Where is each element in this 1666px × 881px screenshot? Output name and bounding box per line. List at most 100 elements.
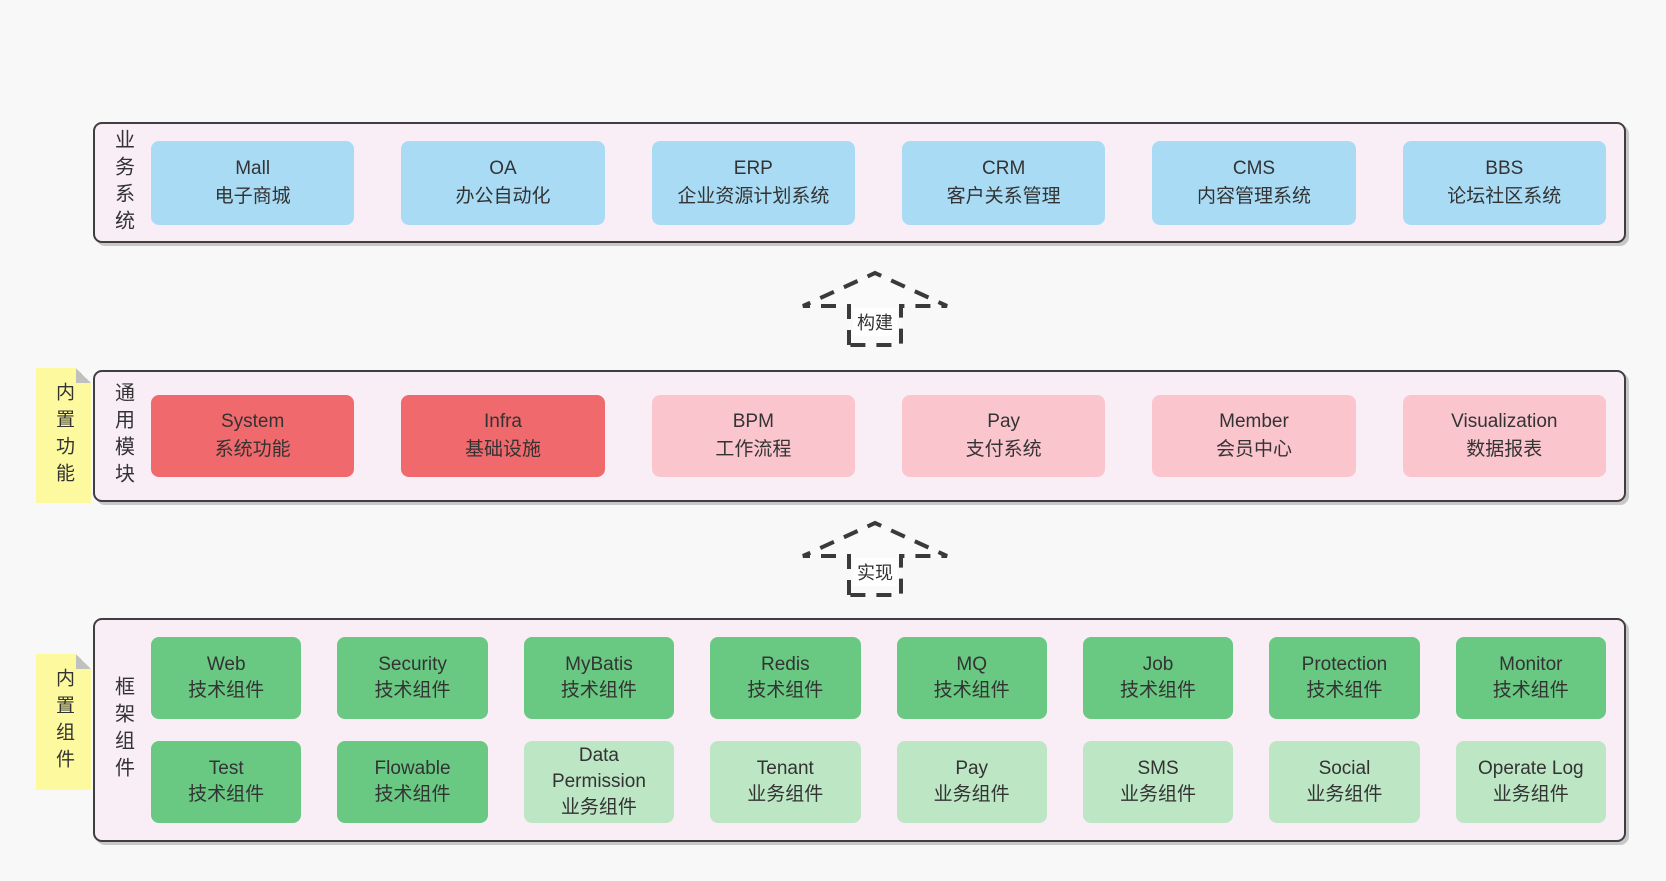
node-name: Redis [761, 654, 810, 675]
node-desc: 技术组件 [560, 680, 637, 701]
node-name: System [220, 411, 285, 432]
node-oa: OA 办公自动化 [401, 140, 605, 225]
framework-components-grid: Web 技术组件 Security 技术组件 MyBatis 技术组件 Redi… [151, 620, 1624, 840]
node-name: Infra [483, 411, 522, 432]
node-data-permission: Data Permission 业务组件 [523, 741, 675, 823]
node-desc: 支付系统 [965, 439, 1042, 460]
node-desc: 基础设施 [464, 439, 541, 460]
node-desc: 工作流程 [715, 439, 792, 460]
node-name: ERP [733, 157, 773, 179]
band-framework-components: 框架组件 Web 技术组件 Security 技术组件 MyBatis 技术组件… [93, 618, 1626, 842]
sticky-builtin-components: 内置组件 [36, 654, 91, 790]
node-name: Web [206, 654, 246, 675]
node-name: SMS [1137, 758, 1179, 779]
node-name: MyBatis [565, 654, 633, 675]
node-name: MQ [956, 654, 987, 675]
arrow-build: 构建 [795, 268, 955, 348]
node-name: Monitor [1499, 654, 1563, 675]
node-desc: 技术组件 [188, 680, 265, 701]
node-name: Member [1219, 411, 1289, 432]
node-name: Protection [1301, 654, 1388, 675]
arrow-implement-label: 实现 [853, 558, 897, 586]
arrow-build-label: 构建 [853, 308, 897, 336]
node-desc: 技术组件 [374, 784, 451, 805]
node-desc: 技术组件 [374, 680, 451, 701]
node-flowable: Flowable 技术组件 [337, 741, 488, 823]
node-name: Social [1318, 758, 1371, 779]
node-name: Pay [955, 758, 989, 779]
biz-components-row: Test 技术组件 Flowable 技术组件 Data Permission … [151, 741, 1606, 823]
band-label-business-systems: 业务系统 [111, 128, 134, 237]
node-desc: 办公自动化 [455, 185, 551, 207]
node-desc: 业务组件 [933, 784, 1010, 805]
node-infra: Infra 基础设施 [401, 395, 605, 477]
node-desc: 技术组件 [188, 784, 265, 805]
node-desc: 系统功能 [214, 439, 291, 460]
node-desc: 会员中心 [1215, 439, 1292, 460]
node-crm: CRM 客户关系管理 [901, 140, 1106, 225]
node-desc: 技术组件 [1306, 680, 1383, 701]
node-desc: 企业资源计划系统 [677, 185, 830, 207]
node-desc: 业务组件 [747, 784, 824, 805]
node-name: BBS [1485, 157, 1524, 179]
node-mq: MQ 技术组件 [896, 637, 1047, 719]
node-name: Test [208, 758, 244, 779]
node-system: System 系统功能 [151, 395, 355, 477]
arrow-implement: 实现 [795, 518, 955, 598]
band-label-common-modules: 通用模块 [111, 382, 134, 490]
node-desc: 业务组件 [1306, 784, 1383, 805]
node-protection: Protection 技术组件 [1269, 637, 1420, 719]
tech-components-row: Web 技术组件 Security 技术组件 MyBatis 技术组件 Redi… [151, 637, 1606, 719]
node-desc: 技术组件 [747, 680, 824, 701]
node-desc: 客户关系管理 [946, 185, 1061, 207]
node-name: CMS [1232, 157, 1276, 179]
node-redis: Redis 技术组件 [710, 637, 861, 719]
node-job: Job 技术组件 [1082, 637, 1234, 719]
node-bbs: BBS 论坛社区系统 [1402, 140, 1606, 225]
node-security: Security 技术组件 [337, 637, 488, 719]
node-operate-log: Operate Log 业务组件 [1455, 741, 1606, 823]
node-sms: SMS 业务组件 [1082, 741, 1234, 823]
node-desc: 业务组件 [560, 797, 637, 818]
node-name: Visualization [1451, 411, 1558, 432]
node-web: Web 技术组件 [151, 637, 302, 719]
node-pay-biz: Pay 业务组件 [896, 741, 1047, 823]
node-desc: 业务组件 [1120, 784, 1197, 805]
node-mybatis: MyBatis 技术组件 [523, 637, 675, 719]
node-monitor: Monitor 技术组件 [1455, 637, 1606, 719]
common-modules-row: System 系统功能 Infra 基础设施 BPM 工作流程 Pay 支付系统… [151, 372, 1624, 500]
band-label-framework-components: 框架组件 [111, 676, 134, 784]
node-name: Tenant [756, 758, 814, 779]
node-test: Test 技术组件 [151, 741, 302, 823]
node-desc: 论坛社区系统 [1447, 185, 1562, 207]
node-desc: 业务组件 [1492, 784, 1569, 805]
node-name: Security [378, 654, 447, 675]
node-tenant: Tenant 业务组件 [710, 741, 861, 823]
node-pay: Pay 支付系统 [901, 395, 1106, 477]
sticky-label: 内置组件 [53, 668, 74, 776]
node-name: Pay [987, 411, 1021, 432]
node-desc: 内容管理系统 [1196, 185, 1311, 207]
node-desc: 电子商城 [214, 185, 291, 207]
node-desc: 技术组件 [1120, 680, 1197, 701]
folded-corner-icon [76, 654, 91, 669]
node-desc: 数据报表 [1466, 439, 1543, 460]
node-name: CRM [982, 157, 1026, 179]
node-cms: CMS 内容管理系统 [1152, 140, 1356, 225]
node-name: Data Permission [551, 745, 646, 792]
node-social: Social 业务组件 [1269, 741, 1420, 823]
node-name: Mall [235, 157, 271, 179]
node-member: Member 会员中心 [1152, 395, 1356, 477]
node-visualization: Visualization 数据报表 [1402, 395, 1606, 477]
sticky-builtin-features: 内置功能 [36, 368, 91, 503]
business-systems-row: Mall 电子商城 OA 办公自动化 ERP 企业资源计划系统 CRM 客户关系… [151, 124, 1624, 241]
node-mall: Mall 电子商城 [151, 140, 355, 225]
folded-corner-icon [76, 368, 91, 383]
node-name: OA [489, 157, 517, 179]
node-erp: ERP 企业资源计划系统 [651, 140, 855, 225]
node-bpm: BPM 工作流程 [651, 395, 855, 477]
node-name: BPM [732, 411, 774, 432]
node-name: Flowable [374, 758, 451, 779]
node-desc: 技术组件 [1492, 680, 1569, 701]
